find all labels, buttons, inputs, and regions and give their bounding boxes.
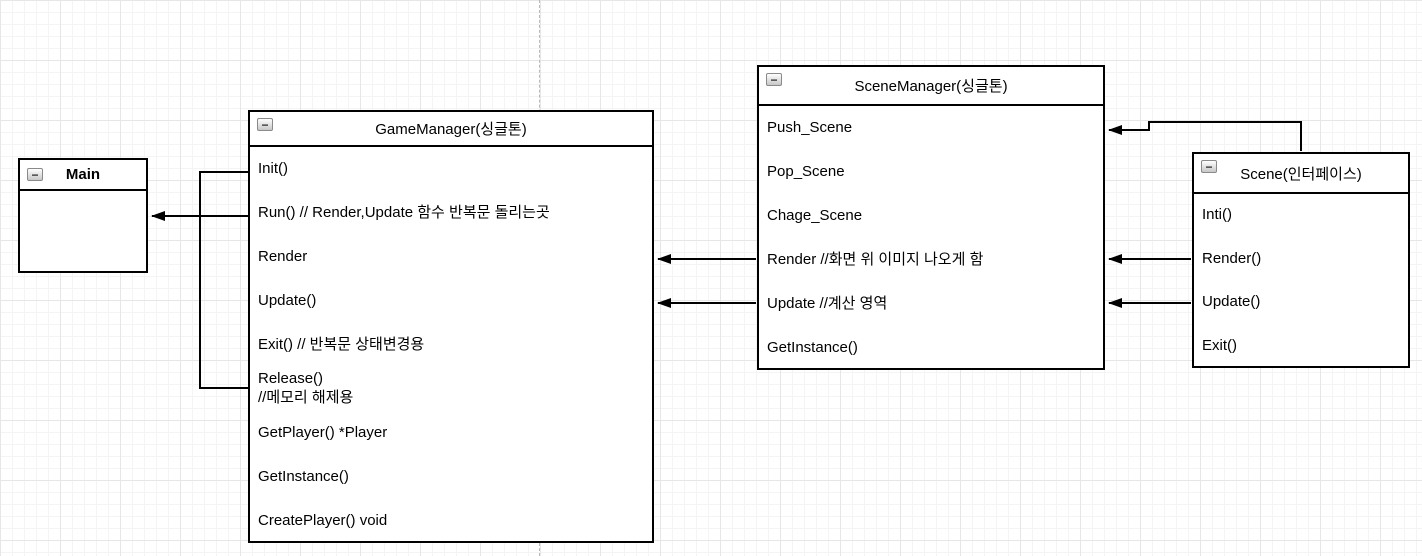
collapse-icon[interactable]: − (27, 168, 43, 181)
class-box-scene[interactable]: − Scene(인터페이스) Inti() Render() Update() … (1192, 152, 1410, 368)
class-header-scene[interactable]: − Scene(인터페이스) (1194, 154, 1408, 194)
member-row[interactable]: Chage_Scene (767, 206, 863, 224)
collapse-icon[interactable]: − (766, 73, 782, 86)
member-row[interactable]: Inti() (1202, 206, 1232, 224)
class-title-gamemanager: GameManager(싱글톤) (375, 121, 527, 138)
collapse-icon[interactable]: − (257, 118, 273, 131)
member-row[interactable]: Update() (1202, 293, 1261, 311)
collapse-icon[interactable]: − (1201, 160, 1217, 173)
class-title-scene: Scene(인터페이스) (1240, 165, 1362, 183)
member-row[interactable]: Init() (258, 159, 288, 177)
member-row[interactable]: Exit() // 반복문 상태변경용 (258, 335, 425, 353)
class-header-main[interactable]: − Main (20, 160, 146, 191)
class-box-gamemanager[interactable]: − GameManager(싱글톤) Init() Run() // Rende… (248, 110, 654, 543)
class-title-main: Main (65, 166, 101, 183)
class-header-scenemanager[interactable]: − SceneManager(싱글톤) (759, 67, 1103, 106)
class-box-main[interactable]: − Main (18, 158, 148, 273)
member-row[interactable]: CreatePlayer() void (258, 511, 388, 529)
member-row[interactable]: Render //화면 위 이미지 나오게 함 (767, 250, 984, 268)
edge-scene-to-scenemanager-push[interactable] (1108, 121, 1302, 151)
member-row[interactable]: Render() (1202, 249, 1262, 267)
class-body-scenemanager: Push_Scene Pop_Scene Chage_Scene Render … (759, 106, 1103, 370)
edge-init-release-bracket[interactable] (199, 171, 249, 389)
member-row[interactable]: Run() // Render,Update 함수 반복문 돌리는곳 (258, 203, 550, 221)
member-row[interactable]: Push_Scene (767, 118, 853, 136)
member-row[interactable]: Update() (258, 291, 317, 309)
member-row[interactable]: Release() //메모리 해제용 (258, 370, 354, 406)
member-row[interactable]: GetInstance() (258, 467, 349, 485)
class-title-scenemanager: SceneManager(싱글톤) (854, 78, 1008, 95)
class-body-main[interactable] (20, 191, 146, 271)
member-row[interactable]: Update //계산 영역 (767, 294, 888, 312)
member-row[interactable]: GetPlayer() *Player (258, 423, 388, 441)
class-body-scene: Inti() Render() Update() Exit() (1194, 194, 1408, 368)
class-body-gamemanager: Init() Run() // Render,Update 함수 반복문 돌리는… (250, 147, 652, 543)
member-row[interactable]: Render (258, 247, 308, 265)
member-row[interactable]: GetInstance() (767, 338, 858, 356)
class-box-scenemanager[interactable]: − SceneManager(싱글톤) Push_Scene Pop_Scene… (757, 65, 1105, 370)
member-row[interactable]: Pop_Scene (767, 162, 845, 180)
class-header-gamemanager[interactable]: − GameManager(싱글톤) (250, 112, 652, 147)
member-row[interactable]: Exit() (1202, 336, 1237, 354)
